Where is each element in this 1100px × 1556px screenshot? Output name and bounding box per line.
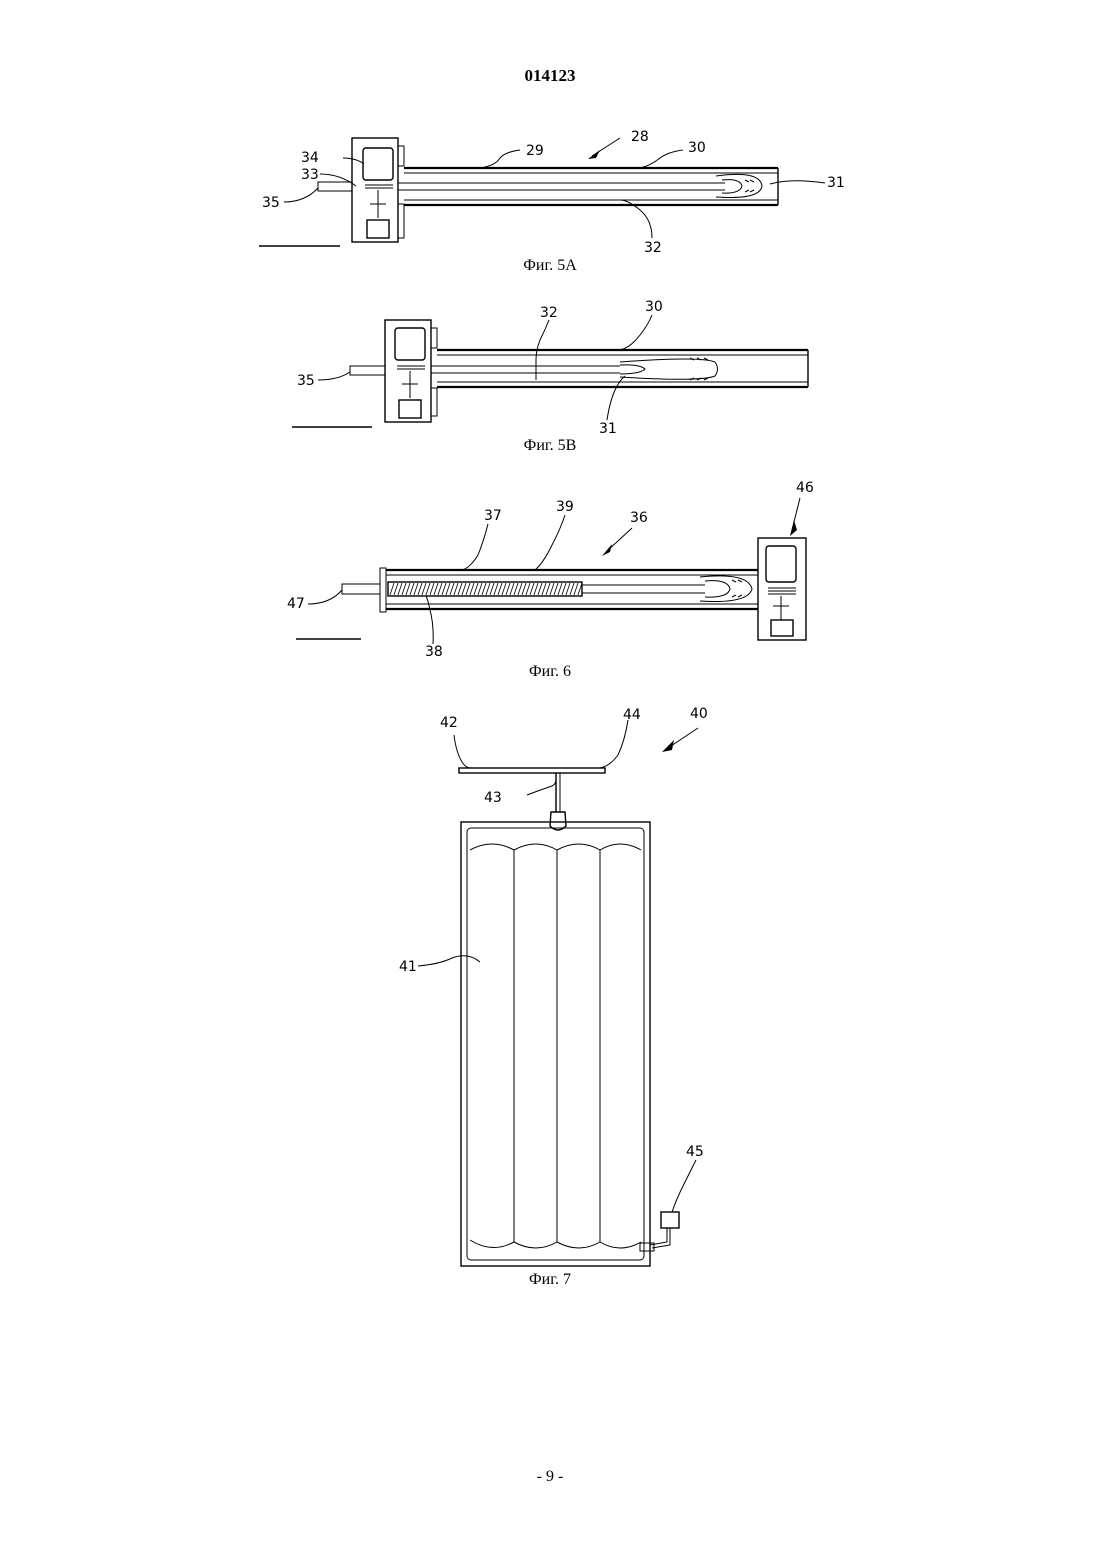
label-31: 31 [599, 421, 617, 437]
caption-fig-6: Фиг. 6 [450, 663, 650, 681]
label-47: 47 [287, 596, 305, 612]
pump-unit [399, 400, 421, 418]
label-35: 35 [262, 195, 280, 211]
label-36: 36 [630, 510, 648, 526]
label-35: 35 [297, 373, 315, 389]
caption-fig-5b: Фиг. 5B [450, 437, 650, 455]
top-plate [459, 768, 605, 773]
label-38: 38 [425, 644, 443, 660]
label-30: 30 [645, 299, 663, 315]
valve-connector [550, 812, 566, 830]
label-34: 34 [301, 150, 319, 166]
label-39: 39 [556, 499, 574, 515]
housing-box [758, 538, 806, 640]
caption-fig-5a: Фиг. 5A [450, 257, 650, 275]
label-29: 29 [526, 143, 544, 159]
label-33: 33 [301, 167, 319, 183]
label-41: 41 [399, 959, 417, 975]
housing-box [385, 320, 431, 422]
label-32: 32 [540, 305, 558, 321]
valve-45 [661, 1212, 679, 1228]
figure-5a: 34 33 35 29 28 30 31 32 [259, 129, 845, 256]
figure-6: 37 39 36 46 47 38 [287, 480, 814, 660]
label-42: 42 [440, 715, 458, 731]
pump-unit [771, 620, 793, 636]
label-32: 32 [644, 240, 662, 256]
housing-box [352, 138, 398, 242]
label-40: 40 [690, 706, 708, 722]
label-44: 44 [623, 707, 641, 723]
label-45: 45 [686, 1144, 704, 1160]
page-number: - 9 - [0, 1468, 1100, 1486]
mattress-outer [461, 822, 650, 1266]
rolled-element [388, 582, 582, 596]
label-30: 30 [688, 140, 706, 156]
label-46: 46 [796, 480, 814, 496]
label-28: 28 [631, 129, 649, 145]
figure-7: 42 44 40 43 41 45 [399, 706, 708, 1266]
label-31: 31 [827, 175, 845, 191]
pump-unit [367, 220, 389, 238]
reservoir [363, 148, 393, 180]
figure-5b: 35 32 30 31 [292, 299, 808, 437]
reservoir [766, 546, 796, 582]
caption-fig-7: Фиг. 7 [450, 1271, 650, 1289]
label-43: 43 [484, 790, 502, 806]
reservoir [395, 328, 425, 360]
label-37: 37 [484, 508, 502, 524]
